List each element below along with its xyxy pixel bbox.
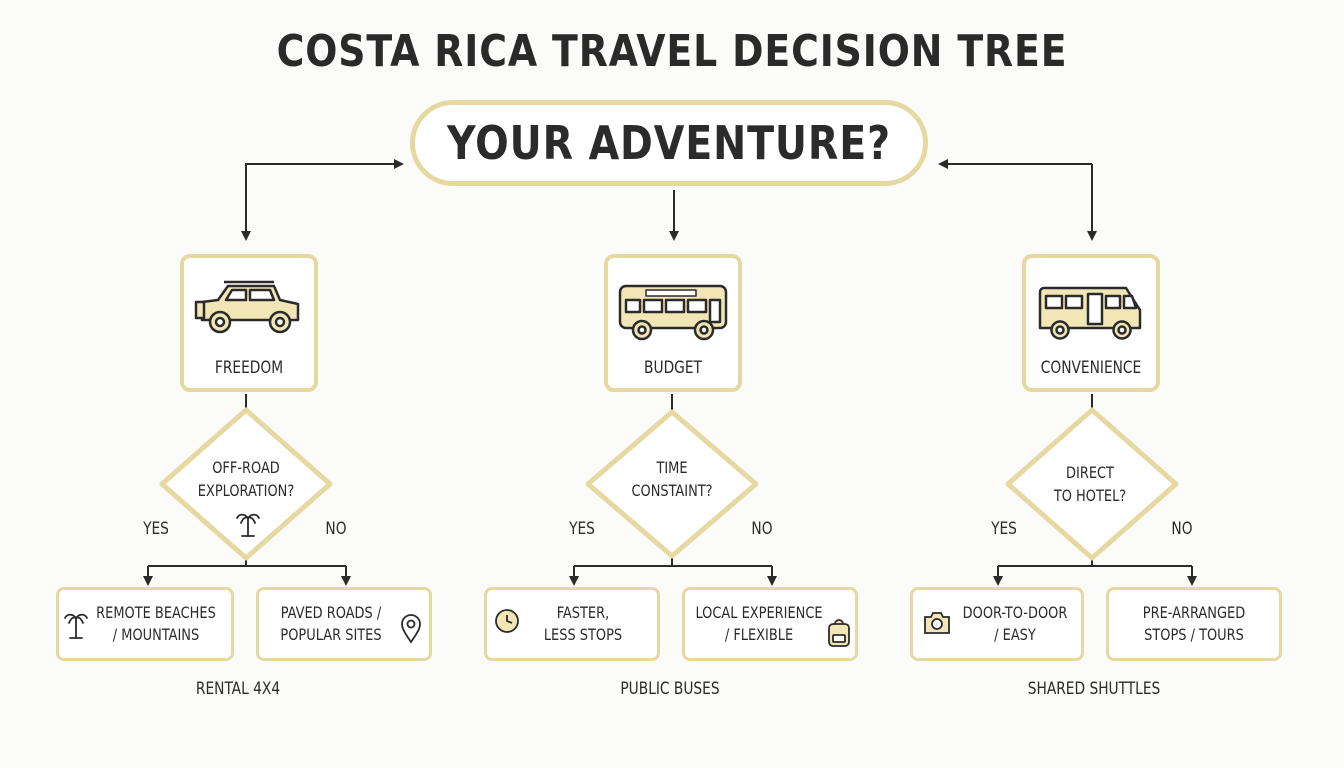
category-label-convenience: CONVENIENCE <box>1040 358 1142 378</box>
leaf-no-line1-budget: LOCAL EXPERIENCE <box>695 603 823 622</box>
camera-icon <box>924 612 950 634</box>
leaf-no-line2-budget: / FLEXIBLE <box>724 625 794 644</box>
leaf-yes-line1-budget: FASTER, <box>556 603 610 622</box>
palm-tree-icon <box>236 513 260 537</box>
shuttle-icon <box>1038 286 1142 340</box>
leaf-no-line1-convenience: PRE-ARRANGED <box>1142 603 1246 622</box>
leaf-no-line2-freedom: POPULAR SITES <box>280 625 382 644</box>
question-line2-budget: CONSTAINT? <box>631 481 713 500</box>
category-label-freedom: FREEDOM <box>214 358 284 378</box>
yes-label-convenience: YES <box>991 519 1017 539</box>
question-line1-freedom: OFF-ROAD <box>212 458 280 477</box>
no-label-budget: NO <box>751 519 773 539</box>
connector-left <box>245 159 404 238</box>
leaf-yes-line1-freedom: REMOTE BEACHES <box>96 603 216 622</box>
question-line2-freedom: EXPLORATION? <box>197 481 295 500</box>
map-pin-icon <box>401 614 421 644</box>
no-label-freedom: NO <box>325 519 347 539</box>
clock-icon <box>495 609 519 633</box>
question-line1-convenience: DIRECT <box>1066 463 1114 482</box>
leaf-yes-line2-freedom: / MOUNTAINS <box>112 625 200 644</box>
decision-diamond-freedom <box>159 407 333 561</box>
category-card-freedom <box>180 254 318 392</box>
page-title: COSTA RICA TRAVEL DECISION TREE <box>276 26 1068 77</box>
root-node <box>410 100 928 186</box>
no-label-convenience: NO <box>1171 519 1193 539</box>
palm-tree-icon <box>64 613 88 639</box>
leaf-yes-line2-budget: LESS STOPS <box>543 625 623 644</box>
bus-icon <box>618 284 728 341</box>
leaf-no-line1-freedom: PAVED ROADS / <box>280 603 382 622</box>
yes-label-budget: YES <box>569 519 595 539</box>
leaf-no-line2-convenience: STOPS / TOURS <box>1144 625 1244 644</box>
result-label-convenience: SHARED SHUTTLES <box>1027 679 1161 699</box>
yes-label-freedom: YES <box>143 519 169 539</box>
decision-diamond-convenience <box>1005 407 1179 561</box>
leaf-no-budget <box>682 587 858 661</box>
leaf-yes-line1-convenience: DOOR-TO-DOOR <box>962 603 1068 622</box>
backpack-icon <box>828 619 850 647</box>
question-line1-budget: TIME <box>656 458 688 477</box>
jeep-icon <box>194 280 300 334</box>
question-line2-convenience: TO HOTEL? <box>1053 486 1127 505</box>
result-label-budget: PUBLIC BUSES <box>620 679 720 699</box>
decision-diamond-budget <box>585 409 759 559</box>
result-label-freedom: RENTAL 4x4 <box>195 679 281 699</box>
root-label: YOUR ADVENTURE? <box>447 116 891 170</box>
category-label-budget: BUDGET <box>644 358 702 378</box>
leaf-yes-line2-convenience: / EASY <box>994 625 1036 644</box>
leaf-yes-freedom <box>56 587 234 661</box>
leaf-no-convenience <box>1106 587 1282 661</box>
